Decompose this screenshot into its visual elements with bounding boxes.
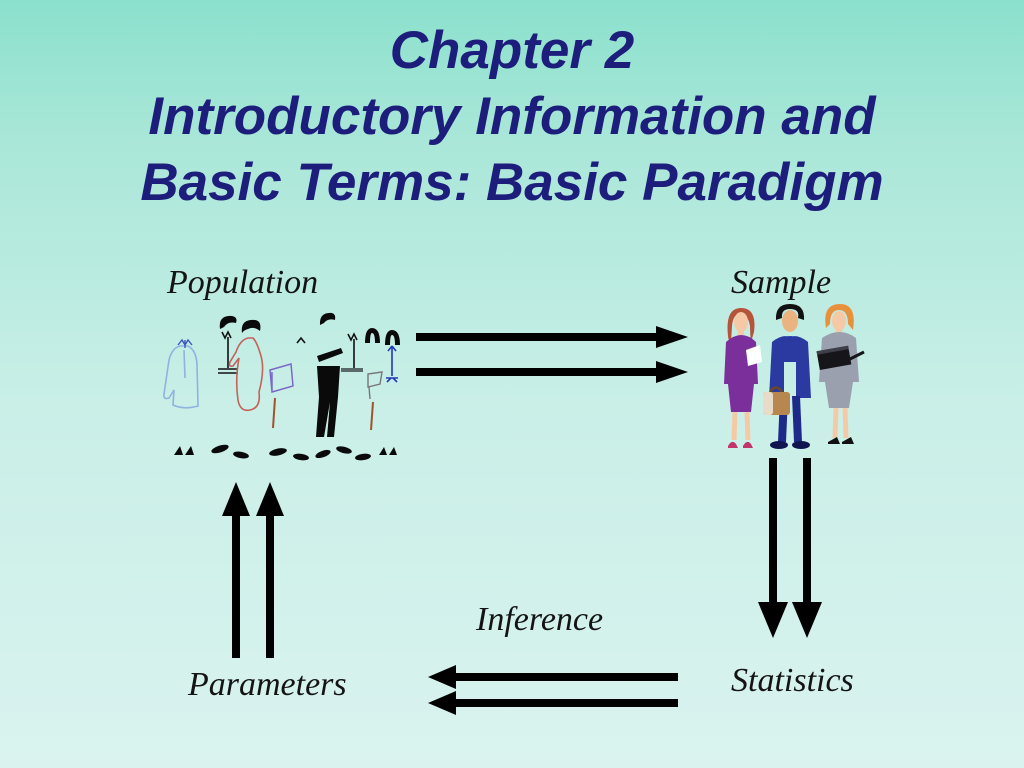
title-line-3: Basic Terms: Basic Paradigm bbox=[140, 153, 884, 212]
label-parameters: Parameters bbox=[188, 666, 347, 703]
hair-shape bbox=[241, 319, 261, 333]
arrow-population-to-sample bbox=[416, 326, 688, 383]
arrow-sample-to-statistics bbox=[758, 458, 822, 638]
right-arrow-pair bbox=[416, 326, 688, 383]
arrow-parameters-to-population bbox=[222, 482, 284, 658]
label-inference: Inference bbox=[476, 601, 604, 638]
hair-shape bbox=[319, 312, 336, 325]
flag-shape bbox=[269, 363, 294, 393]
businesswoman-gray bbox=[816, 304, 865, 444]
label-population: Population bbox=[167, 264, 319, 301]
slide-title: Chapter 2 Introductory Information and B… bbox=[0, 18, 1024, 216]
stand-figure bbox=[347, 332, 358, 368]
label-statistics: Statistics bbox=[731, 662, 854, 699]
title-line-2: Introductory Information and bbox=[148, 87, 876, 146]
hair-shape bbox=[365, 328, 380, 343]
up-arrow-pair bbox=[222, 482, 284, 658]
sample-clipart bbox=[724, 304, 865, 449]
bar-shape bbox=[341, 368, 363, 372]
hair-shape bbox=[219, 315, 237, 329]
down-arrow-pair bbox=[758, 458, 822, 638]
coat-outline-figure bbox=[163, 345, 199, 409]
arm-shape bbox=[317, 348, 343, 362]
arrow-statistics-to-parameters bbox=[428, 665, 678, 715]
title-line-1: Chapter 2 bbox=[389, 21, 635, 80]
dress-outline-figure bbox=[228, 337, 264, 412]
businesswoman-purple bbox=[724, 308, 762, 448]
leg-strokes bbox=[272, 397, 374, 431]
flag-shape bbox=[367, 371, 383, 400]
caret-mark bbox=[296, 336, 306, 344]
stick-figure bbox=[386, 345, 398, 383]
label-sample: Sample bbox=[731, 264, 832, 301]
coat-bow bbox=[177, 338, 193, 348]
stand-figure bbox=[218, 330, 238, 374]
hair-shape bbox=[385, 330, 400, 345]
population-clipart bbox=[163, 312, 400, 461]
trousers-figure bbox=[316, 366, 340, 437]
left-arrow-pair bbox=[428, 665, 678, 715]
shoes-row bbox=[174, 444, 397, 461]
businessman-blue bbox=[763, 304, 811, 449]
